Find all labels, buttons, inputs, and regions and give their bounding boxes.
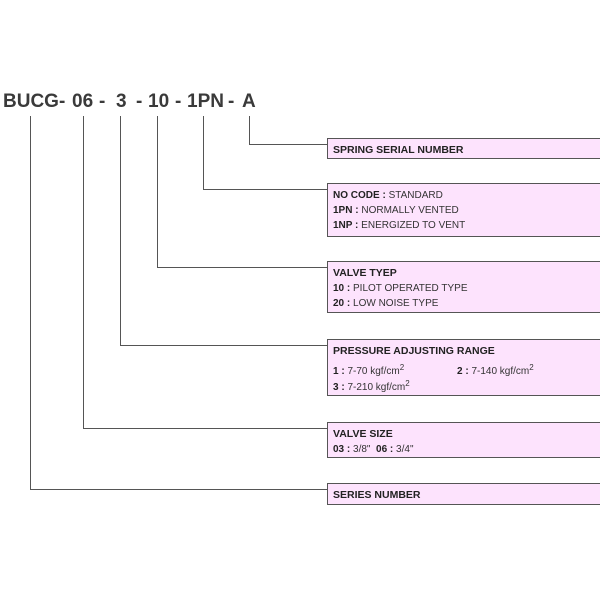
- code-sep-5: -: [228, 91, 235, 112]
- box-series-number: SERIES NUMBER: [327, 483, 600, 505]
- leader-vent: [203, 116, 327, 190]
- valve-type-row-20: 20 : LOW NOISE TYPE: [333, 298, 439, 309]
- code-spring: A: [242, 91, 256, 112]
- box-spring-serial: SPRING SERIAL NUMBER: [327, 138, 600, 159]
- valve-size-title: VALVE SIZE: [333, 428, 393, 440]
- leader-series: [30, 116, 327, 490]
- leader-spring: [249, 116, 327, 145]
- leader-size: [83, 116, 327, 429]
- leader-valve-type: [157, 116, 327, 268]
- code-sep-3: -: [136, 91, 143, 112]
- box-valve-type: VALVE TYEP 10 : PILOT OPERATED TYPE 20 :…: [327, 261, 600, 313]
- code-series: BUCG: [3, 91, 59, 112]
- vent-row-standard: NO CODE : STANDARD: [333, 190, 443, 201]
- code-sep-1: -: [59, 91, 66, 112]
- box-vent-option: NO CODE : STANDARD 1PN : NORMALLY VENTED…: [327, 183, 600, 237]
- code-vent: 1PN: [187, 91, 224, 112]
- vent-row-1pn: 1PN : NORMALLY VENTED: [333, 205, 459, 216]
- vent-row-1np: 1NP : ENERGIZED TO VENT: [333, 220, 466, 231]
- code-sep-4: -: [175, 91, 182, 112]
- pressure-option-3: 3 : 7-210 kgf/cm2: [333, 379, 410, 393]
- series-title: SERIES NUMBER: [333, 489, 421, 501]
- code-pressure: 3: [116, 91, 127, 112]
- pressure-row-1-2: 1 : 7-70 kgf/cm2 2 : 7-140 kgf/cm2: [333, 359, 600, 377]
- leader-pressure: [120, 116, 327, 346]
- spring-title: SPRING SERIAL NUMBER: [333, 144, 464, 156]
- valve-size-options: 03 : 3/8" 06 : 3/4": [333, 444, 414, 455]
- code-size: 06: [72, 91, 94, 112]
- valve-type-title: VALVE TYEP: [333, 267, 397, 279]
- pressure-option-1: 1 : 7-70 kgf/cm2: [333, 363, 405, 377]
- code-valve-type: 10: [148, 91, 170, 112]
- code-sep-2: -: [99, 91, 106, 112]
- pressure-title: PRESSURE ADJUSTING RANGE: [333, 345, 495, 357]
- box-valve-size: VALVE SIZE 03 : 3/8" 06 : 3/4": [327, 422, 600, 458]
- box-pressure-range: PRESSURE ADJUSTING RANGE 1 : 7-70 kgf/cm…: [327, 339, 600, 396]
- pressure-option-2: 2 : 7-140 kgf/cm2: [457, 363, 534, 377]
- valve-type-row-10: 10 : PILOT OPERATED TYPE: [333, 283, 468, 294]
